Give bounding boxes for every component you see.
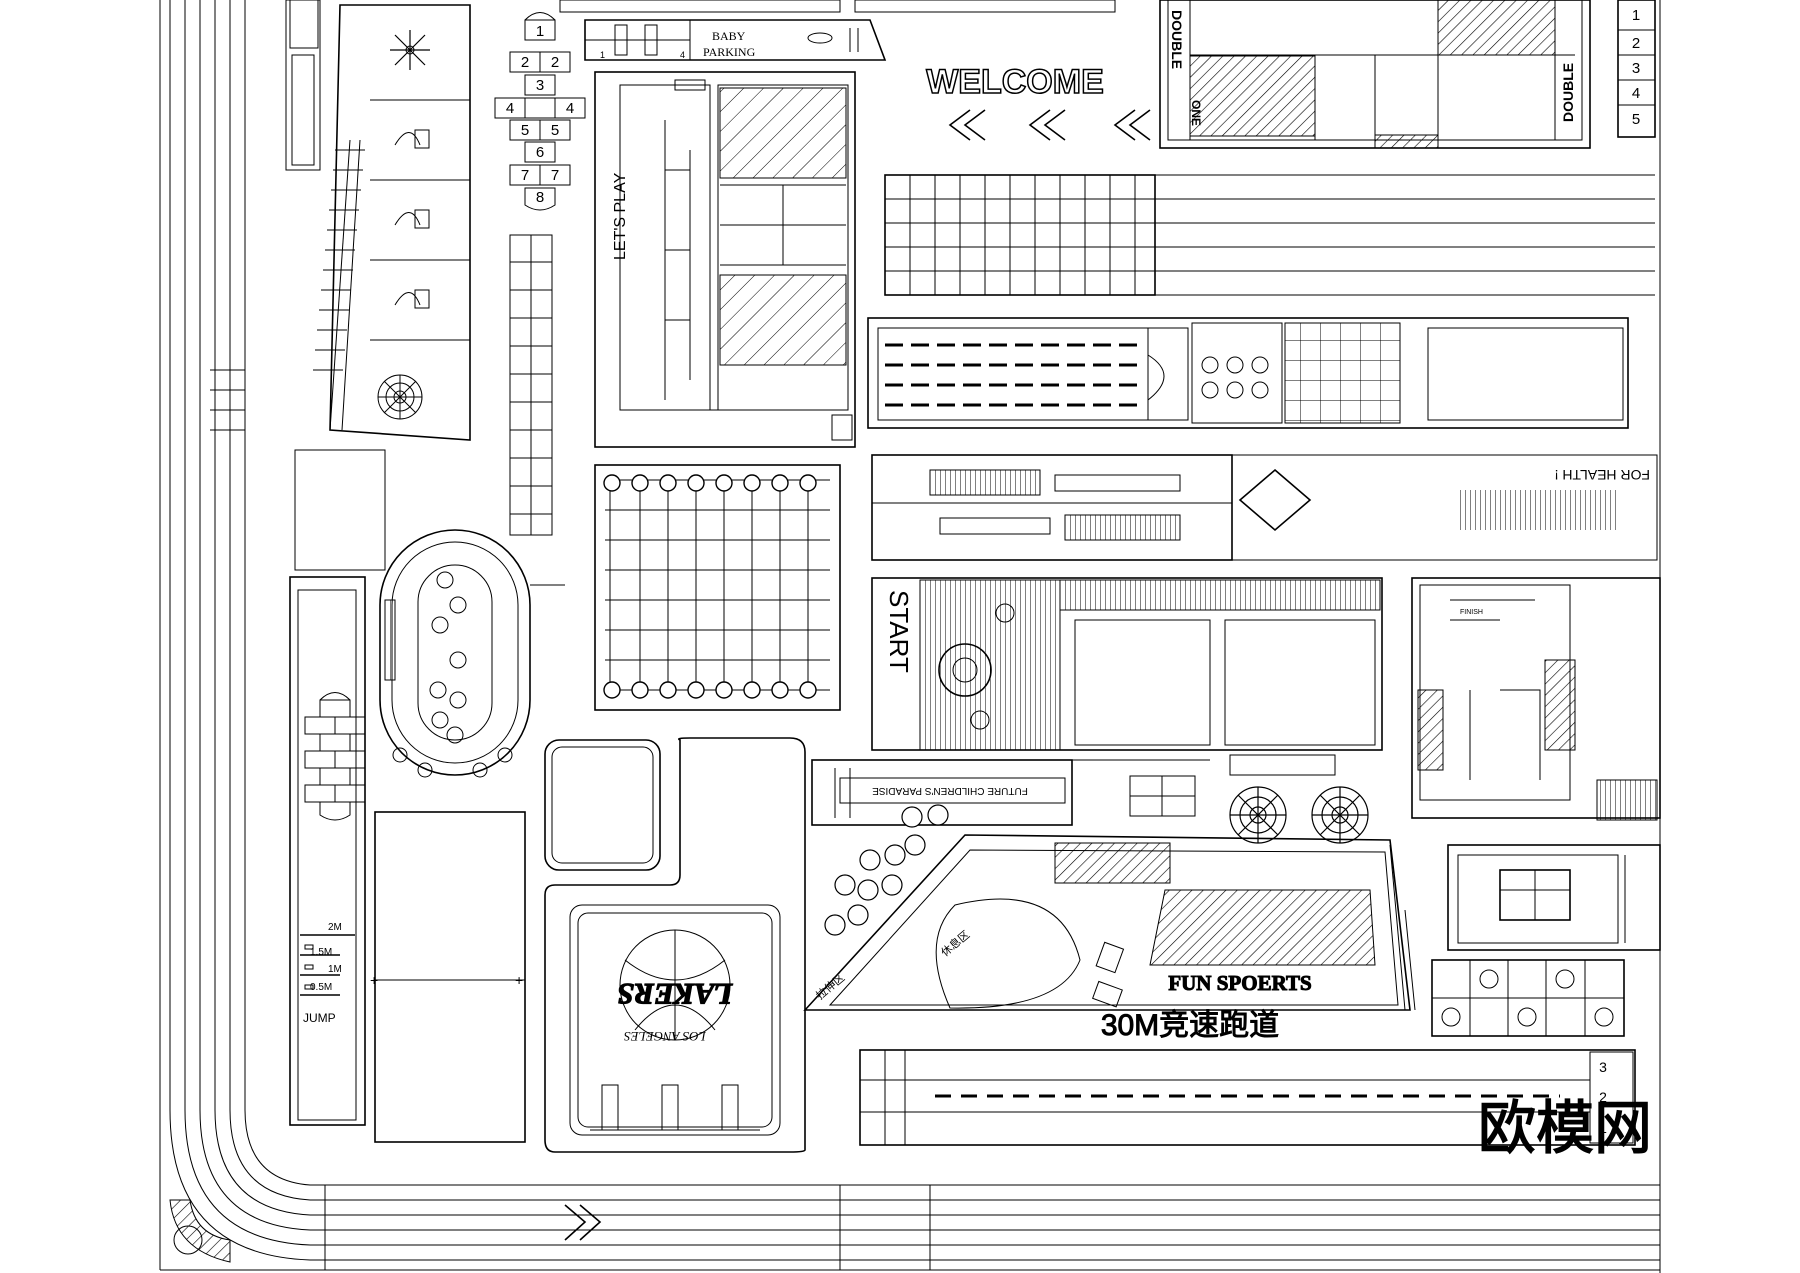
hop-num: 2 bbox=[521, 54, 529, 71]
lakers-text: LAKERS bbox=[617, 977, 733, 1010]
bottom-30m-track: 3 2 1 bbox=[859, 1049, 1636, 1146]
hop-num: 8 bbox=[536, 189, 544, 206]
for-health-label: FOR HEALTH ! bbox=[1555, 467, 1650, 483]
top-left-bars bbox=[285, 0, 321, 171]
rest-area-label: 休息区 bbox=[938, 927, 972, 959]
hop-num: 2 bbox=[551, 54, 559, 71]
climbing-ladder-area bbox=[313, 4, 471, 441]
finish-maze: FINISH bbox=[1411, 577, 1661, 819]
hop-num: 7 bbox=[551, 167, 559, 184]
finish-label: FINISH bbox=[1460, 609, 1483, 616]
fun-sports-label: FUN SPOERTS bbox=[1168, 971, 1311, 995]
paradise-label: FUTURE CHILDREN'S PARADISE bbox=[872, 785, 1028, 796]
fun-sports-area: FUN SPOERTS 休息区 拉伸区 30M竞速跑道 bbox=[803, 834, 1416, 1043]
one-label: ONE bbox=[1189, 100, 1203, 126]
open-field: + + bbox=[370, 811, 526, 1143]
jump-mark: 2M bbox=[328, 922, 342, 933]
strip-num: 4 bbox=[1632, 85, 1640, 102]
double-label-right: DOUBLE bbox=[1560, 63, 1576, 122]
rounded-zones bbox=[544, 737, 806, 1153]
bay-num: 4 bbox=[680, 50, 685, 60]
hopscotch-top: 1 2 2 3 4 4 5 5 6 7 7 8 bbox=[494, 12, 586, 211]
start-platform: START bbox=[871, 577, 1383, 751]
double-label-top: DOUBLE bbox=[1169, 10, 1185, 69]
jump-mark: 1M bbox=[328, 964, 342, 975]
animal-grid bbox=[1431, 959, 1625, 1037]
paradise-banner: FUTURE CHILDREN'S PARADISE bbox=[811, 754, 1336, 826]
strip-num: 1 bbox=[1632, 7, 1640, 24]
lane-num: 3 bbox=[1599, 1059, 1607, 1075]
plus-mark: + bbox=[515, 972, 523, 988]
plus-mark: + bbox=[370, 972, 378, 988]
hop-num: 6 bbox=[536, 144, 544, 161]
los-angeles-text: LOS ANGELES bbox=[624, 1029, 707, 1044]
welcome-text: WELCOME bbox=[926, 63, 1104, 101]
footprint-lanes bbox=[884, 174, 1655, 296]
jump-mark: 1.5M bbox=[310, 947, 332, 958]
hop-num: 4 bbox=[566, 100, 574, 117]
hop-num: 5 bbox=[551, 122, 559, 139]
spider-webs bbox=[1229, 786, 1369, 844]
lets-play-area: LET'S PLAY bbox=[594, 71, 856, 448]
baby-label: BABY bbox=[712, 29, 746, 43]
start-label: START bbox=[884, 590, 914, 673]
strip-num: 5 bbox=[1632, 111, 1640, 128]
left-running-track bbox=[159, 0, 1660, 1271]
strip-num: 3 bbox=[1632, 60, 1640, 77]
jump-label: JUMP bbox=[303, 1011, 336, 1025]
track-cn-label: 30M竞速跑道 bbox=[1101, 1009, 1279, 1042]
lakers-court: LAKERS LOS ANGELES bbox=[569, 904, 781, 1136]
long-jump-area: 2M 1.5M 1M 0.5M JUMP bbox=[289, 576, 366, 1126]
lane-num: 2 bbox=[1599, 1089, 1607, 1105]
oval-stone-area bbox=[379, 529, 565, 778]
bay-num: 1 bbox=[600, 50, 605, 60]
hop-num: 5 bbox=[521, 122, 529, 139]
watermark-logo: 欧模网 bbox=[1478, 1094, 1652, 1162]
hop-num: 3 bbox=[536, 77, 544, 94]
right-window-block bbox=[1447, 779, 1661, 951]
baby-parking-bar: BABY PARKING 1 4 bbox=[559, 0, 1116, 61]
hop-num: 4 bbox=[506, 100, 514, 117]
hop-num: 7 bbox=[521, 167, 529, 184]
footprint-steps bbox=[509, 234, 553, 536]
number-grid bbox=[294, 449, 386, 571]
strip-num: 2 bbox=[1632, 35, 1640, 52]
hop-num: 1 bbox=[536, 23, 544, 40]
parking-label: PARKING bbox=[703, 45, 756, 59]
lane-num: 1 bbox=[1599, 1120, 1607, 1136]
top-court: DOUBLE DOUBLE ONE bbox=[1159, 0, 1591, 149]
welcome-area: WELCOME bbox=[925, 62, 1151, 141]
jump-mark: 0.5M bbox=[310, 982, 332, 993]
number-strip-right: 1 2 3 4 5 bbox=[1617, 0, 1656, 138]
for-health-area: FOR HEALTH ! bbox=[871, 454, 1658, 561]
stepping-stones bbox=[824, 804, 949, 936]
run-area-label: 拉伸区 bbox=[813, 970, 847, 1002]
lets-play-label: LET'S PLAY bbox=[612, 172, 629, 260]
dashed-lanes-box bbox=[867, 317, 1629, 429]
chess-board bbox=[594, 464, 841, 711]
